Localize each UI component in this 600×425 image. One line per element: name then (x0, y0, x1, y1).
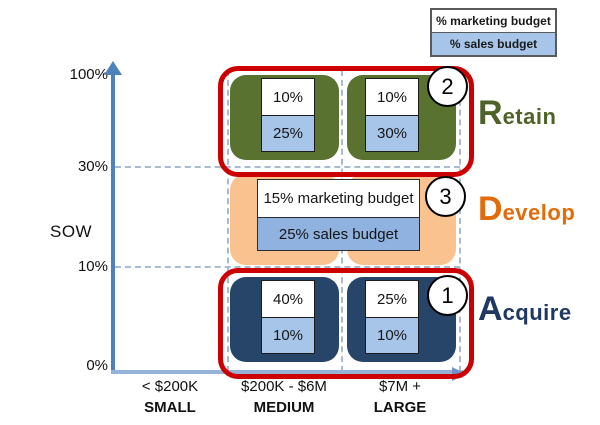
acquire-large-sales-value: 10% (366, 317, 418, 353)
y-tick-0: 0% (86, 357, 108, 374)
retain-large-budget-stack: 10% 30% (365, 78, 419, 152)
develop-sales-value: 25% sales budget (258, 217, 419, 250)
acquire-frame (218, 268, 474, 379)
retain-medium-budget-stack: 10% 25% (261, 78, 315, 152)
develop-step-badge: 3 (425, 176, 466, 217)
acquire-medium-marketing-value: 40% (262, 281, 314, 317)
develop-budget-stack: 15% marketing budget 25% sales budget (257, 179, 420, 251)
y-axis-line (111, 74, 115, 373)
legend-sales-label: % sales budget (449, 37, 538, 51)
x-axis-line (111, 370, 463, 374)
legend-marketing-label: % marketing budget (436, 14, 551, 28)
x-category-small-size: SMALL (144, 399, 196, 416)
x-category-small: < $200K SMALL (105, 378, 235, 416)
acquire-large-budget-stack: 25% 10% (365, 280, 419, 354)
y-tick-10: 10% (77, 258, 108, 275)
acquire-label: Acquire (478, 290, 572, 328)
x-category-large-range: $7M + (378, 378, 422, 395)
x-category-medium-size: MEDIUM (253, 399, 315, 416)
acquire-step-badge: 1 (427, 275, 468, 316)
y-tick-100: 100% (69, 66, 108, 83)
retain-step-badge: 2 (427, 66, 468, 107)
retain-frame (218, 66, 474, 177)
y-axis-title: SOW (50, 222, 93, 241)
retain-label: Retain (478, 94, 557, 132)
x-category-medium-range: $200K - $6M (241, 378, 327, 395)
gridline-30pct (115, 166, 460, 168)
retain-medium-marketing-value: 10% (262, 79, 314, 115)
x-category-medium: $200K - $6M MEDIUM (219, 378, 349, 416)
develop-label: Develop (478, 190, 576, 228)
retain-medium-sales-value: 25% (262, 115, 314, 151)
retain-large-sales-value: 30% (366, 115, 418, 151)
x-category-large: $7M + LARGE (335, 378, 465, 416)
gridline-right-edge (459, 70, 461, 372)
gridline-10pct (115, 266, 460, 268)
legend: % marketing budget % sales budget (430, 8, 557, 57)
gridline-small-medium (227, 70, 229, 372)
x-category-large-size: LARGE (373, 399, 427, 416)
y-tick-30: 30% (77, 158, 108, 175)
acquire-medium-sales-value: 10% (262, 317, 314, 353)
y-axis-arrow-icon (104, 61, 122, 75)
legend-marketing-swatch: % marketing budget (432, 10, 555, 32)
x-category-small-range: < $200K (141, 378, 199, 395)
legend-sales-swatch: % sales budget (432, 32, 555, 55)
acquire-large-marketing-value: 25% (366, 281, 418, 317)
develop-marketing-value: 15% marketing budget (258, 180, 419, 217)
retain-large-marketing-value: 10% (366, 79, 418, 115)
acquire-medium-budget-stack: 40% 10% (261, 280, 315, 354)
